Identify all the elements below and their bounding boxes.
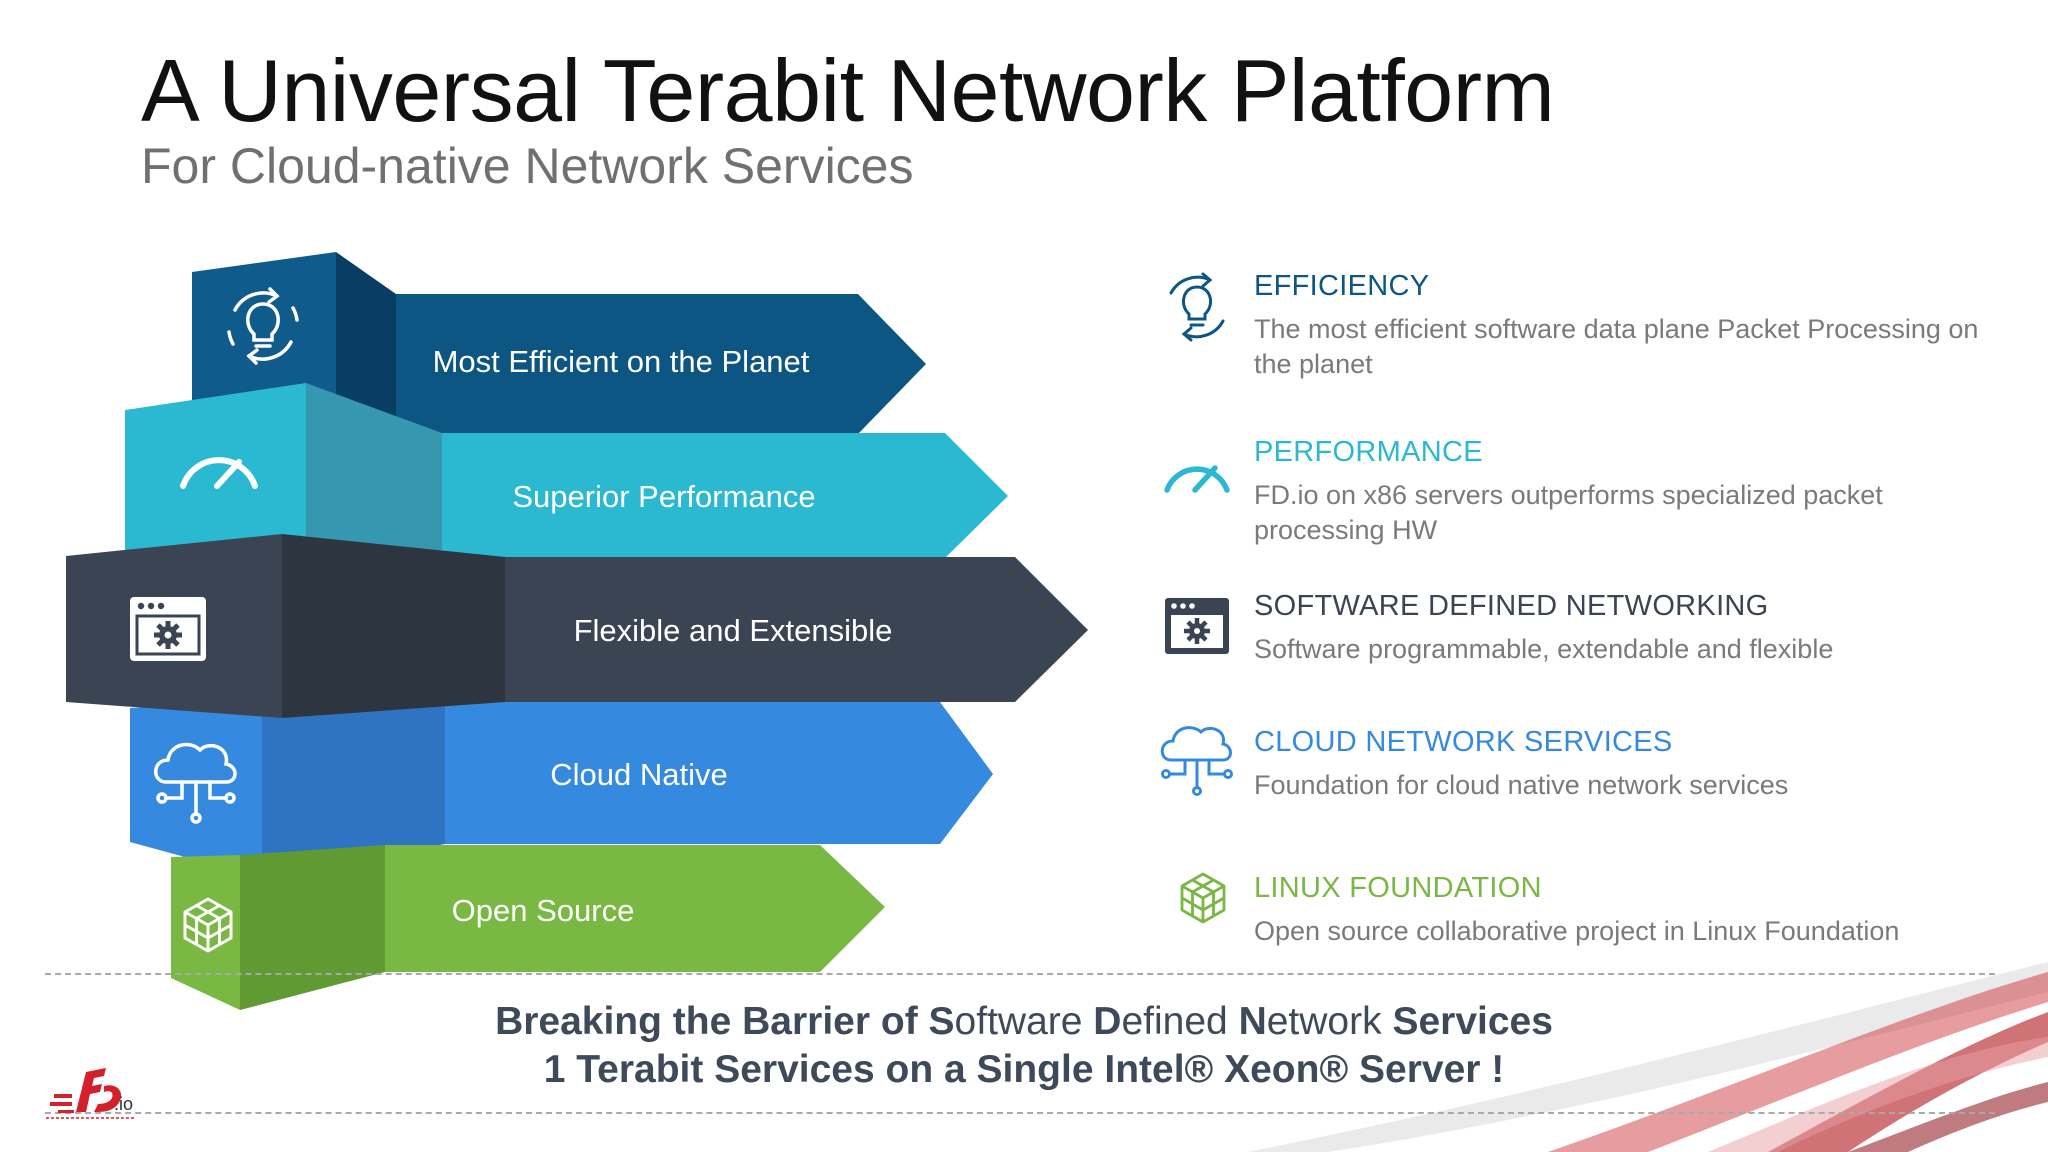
feature-description: Foundation for cloud native network serv… [1254, 770, 1789, 800]
cloud-network-icon [154, 742, 237, 824]
logo-suffix: .io [114, 1094, 134, 1114]
band-label-flexible: Flexible and Extensible [573, 613, 893, 648]
banner-line-2: 1 Terabit Services on a Single Intel® Xe… [543, 1048, 1505, 1091]
band-performance [125, 383, 1008, 558]
feature-heading: CLOUD NETWORK SERVICES [1254, 726, 1673, 758]
fdio-logo-mark [46, 1068, 136, 1119]
band-label-efficient: Most Efficient on the Planet [432, 344, 810, 379]
banner-text: etwork [1266, 1000, 1393, 1043]
banner-text: N [1238, 1000, 1267, 1043]
band-efficient [192, 252, 926, 434]
open-source-cubes-icon [1180, 872, 1226, 924]
efficiency-bulb-icon [227, 287, 299, 365]
feature-description: Software programmable, extendable and fl… [1254, 634, 1834, 664]
cloud-network-icon [1160, 726, 1233, 796]
feature-heading: SOFTWARE DEFINED NETWORKING [1254, 590, 1769, 622]
band-cloud [130, 702, 993, 878]
arrow-stack: Most Efficient on the Planet Superior Pe… [0, 0, 1120, 1030]
feature-description: FD.io on x86 servers outperforms special… [1254, 480, 1883, 545]
band-opensource [171, 845, 885, 1010]
efficiency-bulb-icon [1169, 272, 1225, 342]
decorative-swoosh [1248, 962, 2048, 1152]
band-label-cloud: Cloud Native [550, 757, 728, 792]
feature-heading: EFFICIENCY [1254, 270, 1430, 302]
fdio-logo: .io [46, 1064, 146, 1126]
band-label-opensource: Open Source [451, 893, 635, 928]
open-source-cubes-icon [183, 897, 233, 953]
speedometer-icon [180, 457, 258, 489]
band-label-performance: Superior Performance [512, 479, 816, 514]
software-window-gear-icon [1165, 598, 1229, 654]
banner-text: Breaking the Barrier of [495, 1000, 929, 1043]
banner-text: D [1093, 1000, 1122, 1043]
slide-subtitle: For Cloud-native Network Services [141, 138, 914, 194]
banner-text: S [928, 1000, 955, 1043]
feature-heading: PERFORMANCE [1254, 436, 1483, 468]
arrow-stack-graphic [66, 252, 1088, 1010]
divider-top [45, 973, 1995, 975]
divider-bottom [45, 1112, 1995, 1114]
feature-description: Open source collaborative project in Lin… [1254, 916, 1900, 946]
slide-title: A Universal Terabit Network Platform [141, 41, 1555, 140]
feature-description: The most efficient software data plane P… [1254, 314, 1979, 379]
software-window-gear-icon [130, 597, 206, 661]
feature-heading: LINUX FOUNDATION [1254, 872, 1542, 904]
banner-text: Services [1392, 1000, 1553, 1043]
speedometer-icon [1164, 465, 1230, 493]
banner-line-1: Breaking the Barrier of Software Defined… [0, 1000, 2048, 1044]
banner-text: oftware [954, 1000, 1094, 1043]
banner-text: efined [1121, 1000, 1239, 1043]
